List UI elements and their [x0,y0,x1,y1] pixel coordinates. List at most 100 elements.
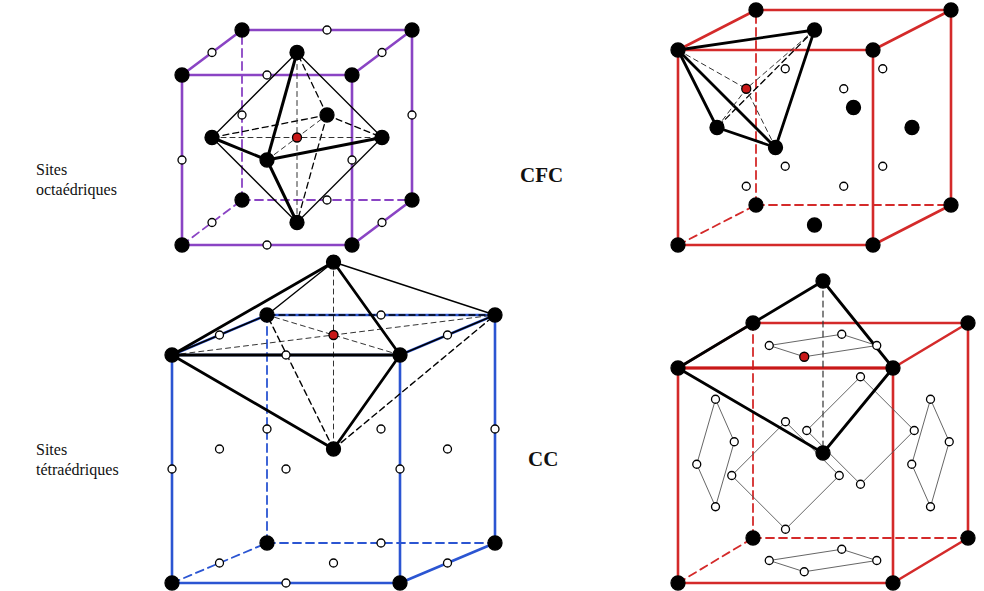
tetrahedral-site [927,503,935,511]
cube-edge [756,204,951,206]
tetrahedral-site [838,545,846,553]
tetrahedron-edge [717,30,815,128]
cube-edge [872,50,875,245]
cube-edge [678,367,893,370]
atom [886,576,900,590]
tetrahedral-site [730,438,738,446]
octahedral-site [396,465,404,473]
atom [749,3,763,17]
atom [205,131,219,145]
atom [235,193,249,207]
tetrahedral-site [781,65,789,73]
atom [327,255,341,269]
octahedron-edge [172,315,267,355]
cube-edge [352,200,412,245]
atom [393,576,407,590]
tetrahedral-site [742,182,750,190]
cube-edge [172,543,267,583]
tetrahedron-edge [678,368,823,453]
atom [671,576,685,590]
atom [886,361,900,375]
octahedral-site [444,331,452,339]
cube-edge [182,30,242,75]
atom [671,238,685,252]
tetrahedral-site [840,182,848,190]
cube-edge [756,9,951,12]
octahedron-edge [297,138,382,223]
octahedral-site [444,559,452,567]
row-label: Sites octaédriques [36,160,148,200]
octahedron-edge [400,315,495,355]
tetrahedron-edge [678,50,717,128]
octahedron-edge [334,262,496,315]
octahedral-site-centre [329,331,338,340]
atom [961,316,975,330]
tetrahedral-site [879,162,887,170]
atom [746,531,760,545]
octahedron-edge [297,115,327,223]
lattice-label: CFC [520,162,563,188]
site-outline [697,399,735,507]
tetrahedron-edge [678,281,823,368]
octahedral-site [282,351,290,359]
cube-edge [893,538,968,583]
atom [769,141,783,155]
octahedral-site [377,311,385,319]
atom [808,218,822,232]
tetrahedral-site [765,342,773,350]
cube-edge [677,50,680,245]
cube-edge [967,323,970,538]
cube-edge [753,322,968,325]
octahedron-edge [327,115,382,138]
octahedron-edge [267,315,334,449]
octahedral-site [377,425,385,433]
octahedral-site [282,465,290,473]
tetrahedral-site [803,427,811,435]
cube-edge [182,200,242,245]
octahedron-edge [212,53,297,138]
octahedron-edge [267,138,382,161]
octahedron-edge [297,53,327,116]
tetrahedral-site [781,162,789,170]
tetrahedron-edge [678,50,776,148]
atom [375,131,389,145]
atom [327,442,341,456]
atom [746,316,760,330]
cube-edge [352,30,412,75]
octahedral-site [168,465,176,473]
octahedral-site-centre [293,133,302,142]
tetrahedral-site [835,472,843,480]
atom [175,68,189,82]
atom [320,108,334,122]
tetrahedral-site [765,557,773,565]
octahedral-site [378,49,386,57]
atom [290,216,304,230]
cube-edge [950,10,953,205]
atom [488,308,502,322]
tetrahedron-edge [822,281,823,453]
cube-edge [752,323,754,538]
atom [260,308,274,322]
octahedral-site [263,71,271,79]
octahedron-edge [172,355,334,449]
octahedral-site [323,196,331,204]
octahedral-site [408,111,416,119]
octahedron-edge [334,315,496,449]
tetrahedral-site [782,525,790,533]
octahedron-edge [212,138,297,223]
tetrahedron-edge [776,30,815,148]
lattice-label: CC [528,446,558,472]
octahedral-site [330,559,338,567]
cube-edge [753,537,968,539]
atom [345,238,359,252]
atom [488,536,502,550]
tetrahedral-site [873,342,881,350]
atom [710,121,724,135]
atom [260,153,274,167]
octahedral-site [348,156,356,164]
tetrahedral-site [857,373,865,381]
tetrahedral-site [728,472,736,480]
atom [345,68,359,82]
atom [393,348,407,362]
